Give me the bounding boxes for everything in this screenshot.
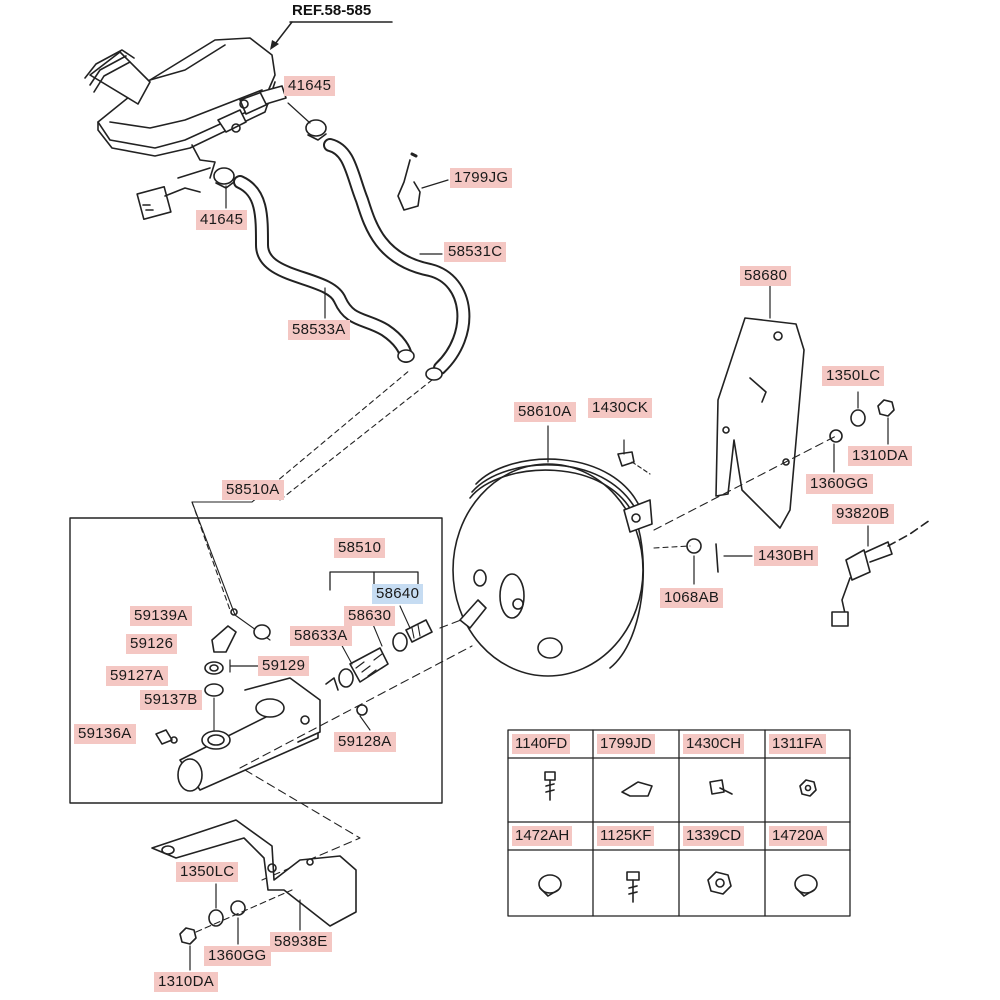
callout-59136a[interactable]: 59136A bbox=[74, 724, 136, 744]
nut-1339cd-icon bbox=[707, 871, 732, 895]
bleeder-59136a bbox=[155, 729, 178, 745]
callout-58533a[interactable]: 58533A bbox=[288, 320, 350, 340]
callout-58510a[interactable]: 58510A bbox=[222, 480, 284, 500]
washer-1360gg bbox=[829, 429, 843, 443]
callout-59128a[interactable]: 59128A bbox=[334, 732, 396, 752]
callout-58680[interactable]: 58680 bbox=[740, 266, 792, 286]
grommet-59126 bbox=[211, 624, 271, 653]
callout-1360gg-lower[interactable]: 1360GG bbox=[204, 946, 271, 966]
callout-58640[interactable]: 58640 bbox=[372, 584, 424, 604]
callout-58633a[interactable]: 58633A bbox=[290, 626, 352, 646]
bracket-58680 bbox=[715, 317, 805, 529]
part-59139a bbox=[230, 608, 238, 616]
callout-1430ck[interactable]: 1430CK bbox=[588, 398, 653, 418]
table-header-1140fd[interactable]: 1140FD bbox=[512, 734, 571, 754]
table-header-1311fa[interactable]: 1311FA bbox=[769, 734, 826, 754]
hose-clip-1799jg bbox=[397, 152, 421, 211]
hose-58533a bbox=[233, 175, 415, 363]
washer-1350lc bbox=[850, 409, 866, 427]
callout-1350lc-lower[interactable]: 1350LC bbox=[176, 862, 239, 882]
callout-59137b[interactable]: 59137B bbox=[140, 690, 202, 710]
pin-1430ck bbox=[617, 439, 635, 467]
seal-59127a bbox=[204, 661, 224, 697]
brake-booster bbox=[452, 458, 653, 677]
callout-58531c[interactable]: 58531C bbox=[444, 242, 507, 262]
callout-58630[interactable]: 58630 bbox=[344, 606, 396, 626]
callout-93820b[interactable]: 93820B bbox=[832, 504, 894, 524]
nut-1310da-lower bbox=[179, 927, 197, 945]
table-header-1125kf[interactable]: 1125KF bbox=[597, 826, 655, 846]
parts-table-grid bbox=[507, 729, 851, 917]
part-59128a bbox=[356, 704, 368, 716]
callout-58510[interactable]: 58510 bbox=[334, 538, 386, 558]
master-cylinder bbox=[177, 677, 321, 792]
table-header-14720a[interactable]: 14720A bbox=[769, 826, 827, 846]
nut-1311fa-icon bbox=[799, 779, 817, 797]
callout-59139a[interactable]: 59139A bbox=[130, 606, 192, 626]
callout-1430bh[interactable]: 1430BH bbox=[754, 546, 819, 566]
callout-1799jg[interactable]: 1799JG bbox=[450, 168, 513, 188]
callout-1310da-right[interactable]: 1310DA bbox=[848, 446, 913, 466]
callout-59129[interactable]: 59129 bbox=[258, 656, 310, 676]
callout-58938e[interactable]: 58938E bbox=[270, 932, 332, 952]
callout-58610a[interactable]: 58610A bbox=[514, 402, 576, 422]
callout-1310da-lower[interactable]: 1310DA bbox=[154, 972, 219, 992]
callout-59126[interactable]: 59126 bbox=[126, 634, 178, 654]
washer-1360gg-lower bbox=[230, 900, 246, 916]
sensor-93820b bbox=[831, 519, 931, 627]
pin-1430ch-icon bbox=[709, 779, 733, 795]
hose-clamp-upper bbox=[305, 119, 327, 141]
callout-1350lc-right[interactable]: 1350LC bbox=[822, 366, 885, 386]
bolt-1125kf-icon bbox=[626, 871, 640, 903]
callout-41645-upper[interactable]: 41645 bbox=[284, 76, 336, 96]
hose-58531c bbox=[323, 138, 471, 381]
nut-1310da bbox=[877, 399, 895, 417]
callout-1360gg-right[interactable]: 1360GG bbox=[806, 474, 873, 494]
callout-1068ab[interactable]: 1068AB bbox=[660, 588, 724, 608]
callout-41645-lower[interactable]: 41645 bbox=[196, 210, 248, 230]
pin-1430bh bbox=[715, 543, 719, 573]
reservoir-tank bbox=[84, 37, 287, 220]
table-header-1339cd[interactable]: 1339CD bbox=[683, 826, 745, 846]
callout-59127a[interactable]: 59127A bbox=[106, 666, 168, 686]
bracket-58938e bbox=[151, 819, 357, 927]
clamp-14720a-icon bbox=[794, 874, 818, 897]
clamp-1472ah-icon bbox=[538, 874, 562, 897]
hose-clamp-lower bbox=[213, 167, 235, 189]
reference-label: REF.58-585 bbox=[292, 2, 372, 19]
screw-1140fd-icon bbox=[544, 771, 556, 801]
table-header-1472ah[interactable]: 1472AH bbox=[512, 826, 573, 846]
table-header-1430ch[interactable]: 1430CH bbox=[683, 734, 745, 754]
table-header-1799jd[interactable]: 1799JD bbox=[597, 734, 655, 754]
piston-assembly bbox=[325, 619, 433, 691]
washer-1068ab bbox=[686, 538, 702, 554]
clip-1799jd-icon bbox=[621, 781, 653, 797]
